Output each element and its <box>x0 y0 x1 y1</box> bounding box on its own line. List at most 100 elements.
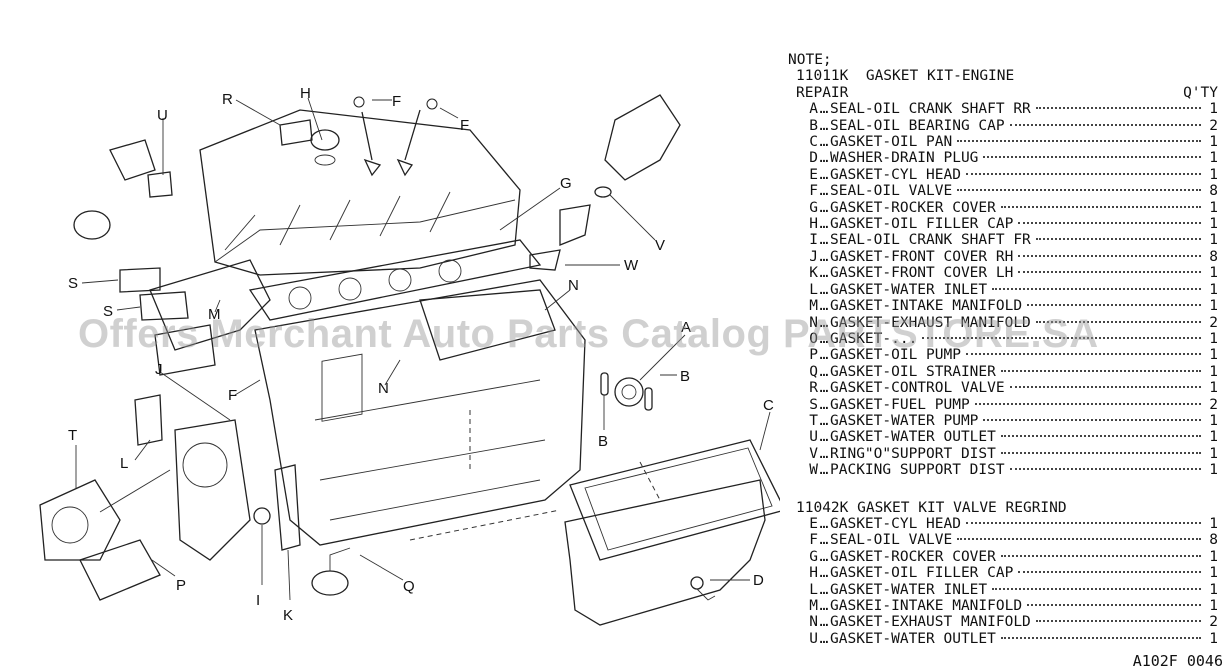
parts-list-row: O…GASKET-...1 <box>788 331 1218 347</box>
dot-leader <box>965 353 1201 356</box>
part-name: PACKING SUPPORT DIST <box>830 462 1005 479</box>
part-name: GASKET-ROCKER COVER <box>830 199 996 216</box>
row-separator: … <box>819 429 829 446</box>
reference-code: A102F 0046 <box>1132 652 1223 670</box>
part-code: U <box>809 630 818 647</box>
row-separator: … <box>819 614 829 631</box>
water-inlet <box>154 324 216 376</box>
part-qty: 8 <box>1209 532 1218 549</box>
part-code: R <box>809 380 818 397</box>
control-valve-gasket <box>279 119 313 146</box>
callout-H: H <box>300 85 311 102</box>
part-qty: 1 <box>1209 347 1218 364</box>
dot-leader <box>1035 107 1201 110</box>
dot-leader <box>1018 571 1201 574</box>
dot-leader <box>1000 554 1201 557</box>
row-separator: … <box>819 548 829 565</box>
row-separator: … <box>819 298 829 315</box>
part-name: GASKEI-INTAKE MANIFOLD <box>830 598 1023 614</box>
part-qty: 1 <box>1209 232 1218 249</box>
dot-leader <box>1035 238 1201 241</box>
leader-lines <box>75 97 771 601</box>
part-name: GASKET-CYL HEAD <box>830 515 961 532</box>
callout-C: C <box>763 397 774 414</box>
part-qty: 1 <box>1209 363 1218 380</box>
dot-leader <box>1018 271 1201 274</box>
part-qty: 1 <box>1209 515 1218 532</box>
row-separator: … <box>819 150 829 167</box>
part-code: N <box>809 614 818 631</box>
dot-leader <box>983 156 1201 159</box>
part-qty: 1 <box>1209 281 1218 298</box>
part-code: H <box>809 216 818 233</box>
engine-block <box>254 279 586 546</box>
part-name: GASKET-OIL FILLER CAP <box>830 565 1014 582</box>
callout-L: L <box>120 455 128 472</box>
part-name: RING"O"SUPPORT DIST <box>830 445 996 462</box>
part-code: U <box>809 429 818 446</box>
qty-header: Q'TY <box>1183 84 1218 101</box>
dot-leader <box>1009 123 1201 126</box>
part-name: GASKET-WATER INLET <box>830 281 988 298</box>
part-name: GASKET-FRONT COVER RH <box>830 248 1014 265</box>
part-code: W <box>809 462 818 479</box>
dot-leader <box>922 336 1201 339</box>
part-qty: 1 <box>1209 101 1218 118</box>
oil-pan <box>564 479 766 626</box>
part-name: GASKET-ROCKER COVER <box>830 548 996 565</box>
part-qty: 1 <box>1209 265 1218 282</box>
part-qty: 1 <box>1209 630 1218 647</box>
part-name: GASKET-OIL PUMP <box>830 347 961 364</box>
part-name: GASKET-... <box>830 330 918 347</box>
distributor <box>604 94 681 181</box>
dot-leader <box>1027 304 1201 307</box>
part-code: T <box>809 412 818 429</box>
part-code: N <box>809 314 818 331</box>
part-code: V <box>809 445 818 462</box>
callout-F-left: F <box>228 387 237 404</box>
dot-leader <box>992 587 1201 590</box>
part-code: L <box>809 281 818 298</box>
water-outlet-gasket <box>147 171 173 198</box>
water-outlet <box>109 139 156 181</box>
part-name: GASKET-OIL STRAINER <box>830 363 996 380</box>
exhaust-manifold <box>419 289 556 361</box>
dot-leader <box>1000 435 1201 438</box>
part-code: B <box>809 117 818 134</box>
bearing-cap-seal-left <box>600 372 609 396</box>
kit1-subtitle-row: REPAIR Q'TY <box>788 85 1218 101</box>
row-separator: … <box>819 347 829 364</box>
part-code: G <box>809 199 818 216</box>
oil-pan-gasket <box>569 439 780 561</box>
part-code: C <box>809 134 818 151</box>
part-name: GASKET-FUEL PUMP <box>830 396 970 413</box>
callout-K: K <box>283 607 293 624</box>
part-name: GASKET-CONTROL VALVE <box>830 380 1005 397</box>
dot-leader <box>1035 320 1201 323</box>
kit2-title: 11042K GASKET KIT VALVE REGRIND <box>796 499 1067 516</box>
callout-M: M <box>208 306 221 323</box>
part-code: E <box>809 166 818 183</box>
part-name: GASKET-WATER OUTLET <box>830 630 996 647</box>
part-name: GASKET-INTAKE MANIFOLD <box>830 298 1023 315</box>
part-qty: 1 <box>1209 216 1218 233</box>
dot-leader <box>983 418 1201 421</box>
row-separator: … <box>819 445 829 462</box>
callout-J: J <box>155 361 163 378</box>
row-separator: … <box>819 248 829 265</box>
callout-S-top: S <box>68 275 78 292</box>
callout-N-mid: N <box>378 380 389 397</box>
part-code: J <box>809 248 818 265</box>
dot-leader <box>974 402 1201 405</box>
